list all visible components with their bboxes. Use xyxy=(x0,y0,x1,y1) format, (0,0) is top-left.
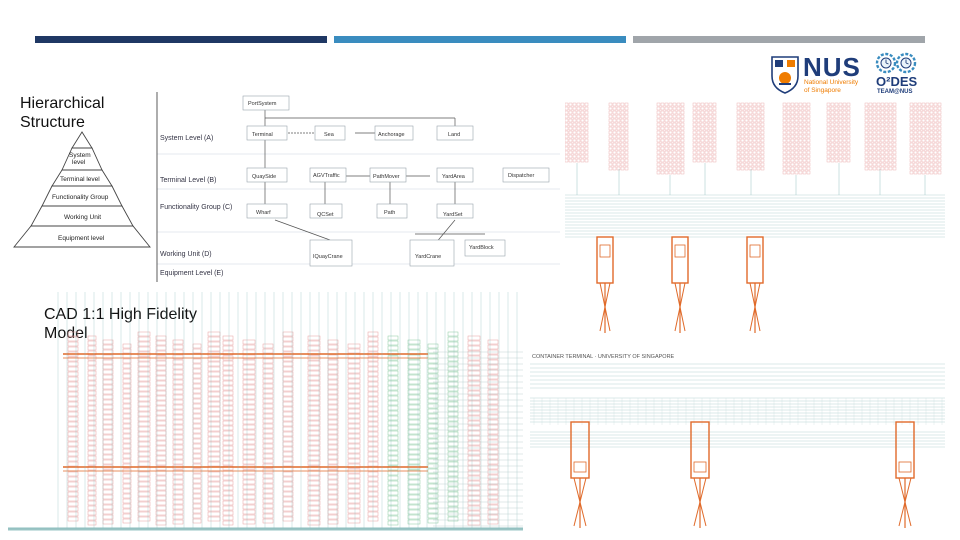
hierarchy-diagram: System Level (A) Terminal Level (B) Func… xyxy=(156,92,560,282)
yard-block xyxy=(172,339,184,525)
yard-block xyxy=(307,335,321,526)
node-land: Land xyxy=(448,132,460,138)
node-path-mover: PathMover xyxy=(373,174,400,180)
odes-title: O²DES xyxy=(876,74,918,89)
yard-block xyxy=(122,343,132,524)
quay-crane xyxy=(746,236,764,333)
node-wharf: Wharf xyxy=(256,210,271,216)
yard-block xyxy=(407,339,421,525)
yard-block xyxy=(87,335,97,526)
yard-block xyxy=(909,102,942,195)
level-d-label: Working Unit (D) xyxy=(160,251,212,258)
quay-crane xyxy=(570,421,590,528)
yard-block xyxy=(282,331,294,522)
yard-block xyxy=(864,102,897,195)
yard-block xyxy=(347,343,361,524)
yard-block xyxy=(447,331,459,522)
node-anchorage: Anchorage xyxy=(378,132,405,138)
quay-crane xyxy=(895,421,915,528)
pyramid-functionality-group: Functionality Group xyxy=(52,194,109,201)
yard-block xyxy=(155,335,167,526)
node-yard-block: YardBlock xyxy=(469,245,494,251)
node-port-system: PortSystem xyxy=(248,101,277,107)
yard-block xyxy=(387,335,399,526)
quay-crane xyxy=(671,236,689,333)
top-bar-blue xyxy=(334,36,626,43)
cad-yard-and-cranes-top xyxy=(565,102,945,333)
node-yard-crane: YardCrane xyxy=(415,254,441,260)
node-quay-crane: IQuayCrane xyxy=(313,254,343,260)
cad-terminal-layout-left xyxy=(8,292,523,531)
pyramid-working-unit: Working Unit xyxy=(64,214,101,221)
yard-block xyxy=(207,331,221,522)
node-path: Path xyxy=(384,210,395,216)
nus-crest-icon xyxy=(771,56,799,94)
yard-block xyxy=(262,343,274,524)
top-bar-gray xyxy=(633,36,925,43)
cad-quay-cranes-bottom: CONTAINER TERMINAL · UNIVERSITY OF SINGA… xyxy=(530,354,945,528)
yard-block xyxy=(427,343,439,524)
level-c-label: Functionality Group (C) xyxy=(160,204,232,211)
yard-block xyxy=(487,339,499,525)
hierarchical-structure-label: Hierarchical Structure xyxy=(20,95,105,131)
top-bar-navy xyxy=(35,36,327,43)
node-terminal: Terminal xyxy=(252,132,273,138)
odes-logo: O²DES TEAM@NUS xyxy=(872,52,920,98)
quay-crane xyxy=(596,236,614,333)
level-e-label: Equipment Level (E) xyxy=(160,270,223,277)
node-dispatcher: Dispatcher xyxy=(508,173,534,179)
yard-block xyxy=(826,102,851,195)
node-yard-area: YardArea xyxy=(442,174,466,180)
nus-logo: NUS National University of Singapore xyxy=(770,52,862,96)
yard-block xyxy=(102,339,114,525)
node-yard-set: YardSet xyxy=(443,212,463,218)
cad-caption: CONTAINER TERMINAL · UNIVERSITY OF SINGA… xyxy=(532,354,675,360)
yard-block xyxy=(565,102,589,195)
yard-block xyxy=(222,335,234,526)
node-quayside: QuaySide xyxy=(252,174,276,180)
nus-subtitle-2: of Singapore xyxy=(804,87,841,94)
level-a-label: System Level (A) xyxy=(160,135,213,142)
yard-block xyxy=(782,102,811,195)
node-agv-traffic: AGVTraffic xyxy=(313,173,340,179)
yard-block xyxy=(137,331,151,522)
node-sea: Sea xyxy=(324,132,335,138)
yard-block xyxy=(327,339,339,525)
node-qcset: QCSet xyxy=(317,212,334,218)
nus-subtitle-1: National University xyxy=(804,79,859,86)
yard-block xyxy=(608,102,629,195)
pyramid-equipment-level: Equipment level xyxy=(58,235,105,242)
yard-block xyxy=(736,102,765,195)
yard-block xyxy=(467,335,481,526)
odes-subtitle: TEAM@NUS xyxy=(877,89,913,95)
yard-block xyxy=(656,102,685,195)
yard-block xyxy=(67,331,79,522)
nus-title: NUS xyxy=(803,52,861,82)
pyramid-terminal-level: Terminal level xyxy=(60,176,100,183)
gear-clock-icon xyxy=(875,52,917,74)
quay-crane xyxy=(690,421,710,528)
yard-block xyxy=(242,339,256,525)
level-b-label: Terminal Level (B) xyxy=(160,177,216,184)
yard-block xyxy=(692,102,717,195)
yard-block xyxy=(192,343,202,524)
